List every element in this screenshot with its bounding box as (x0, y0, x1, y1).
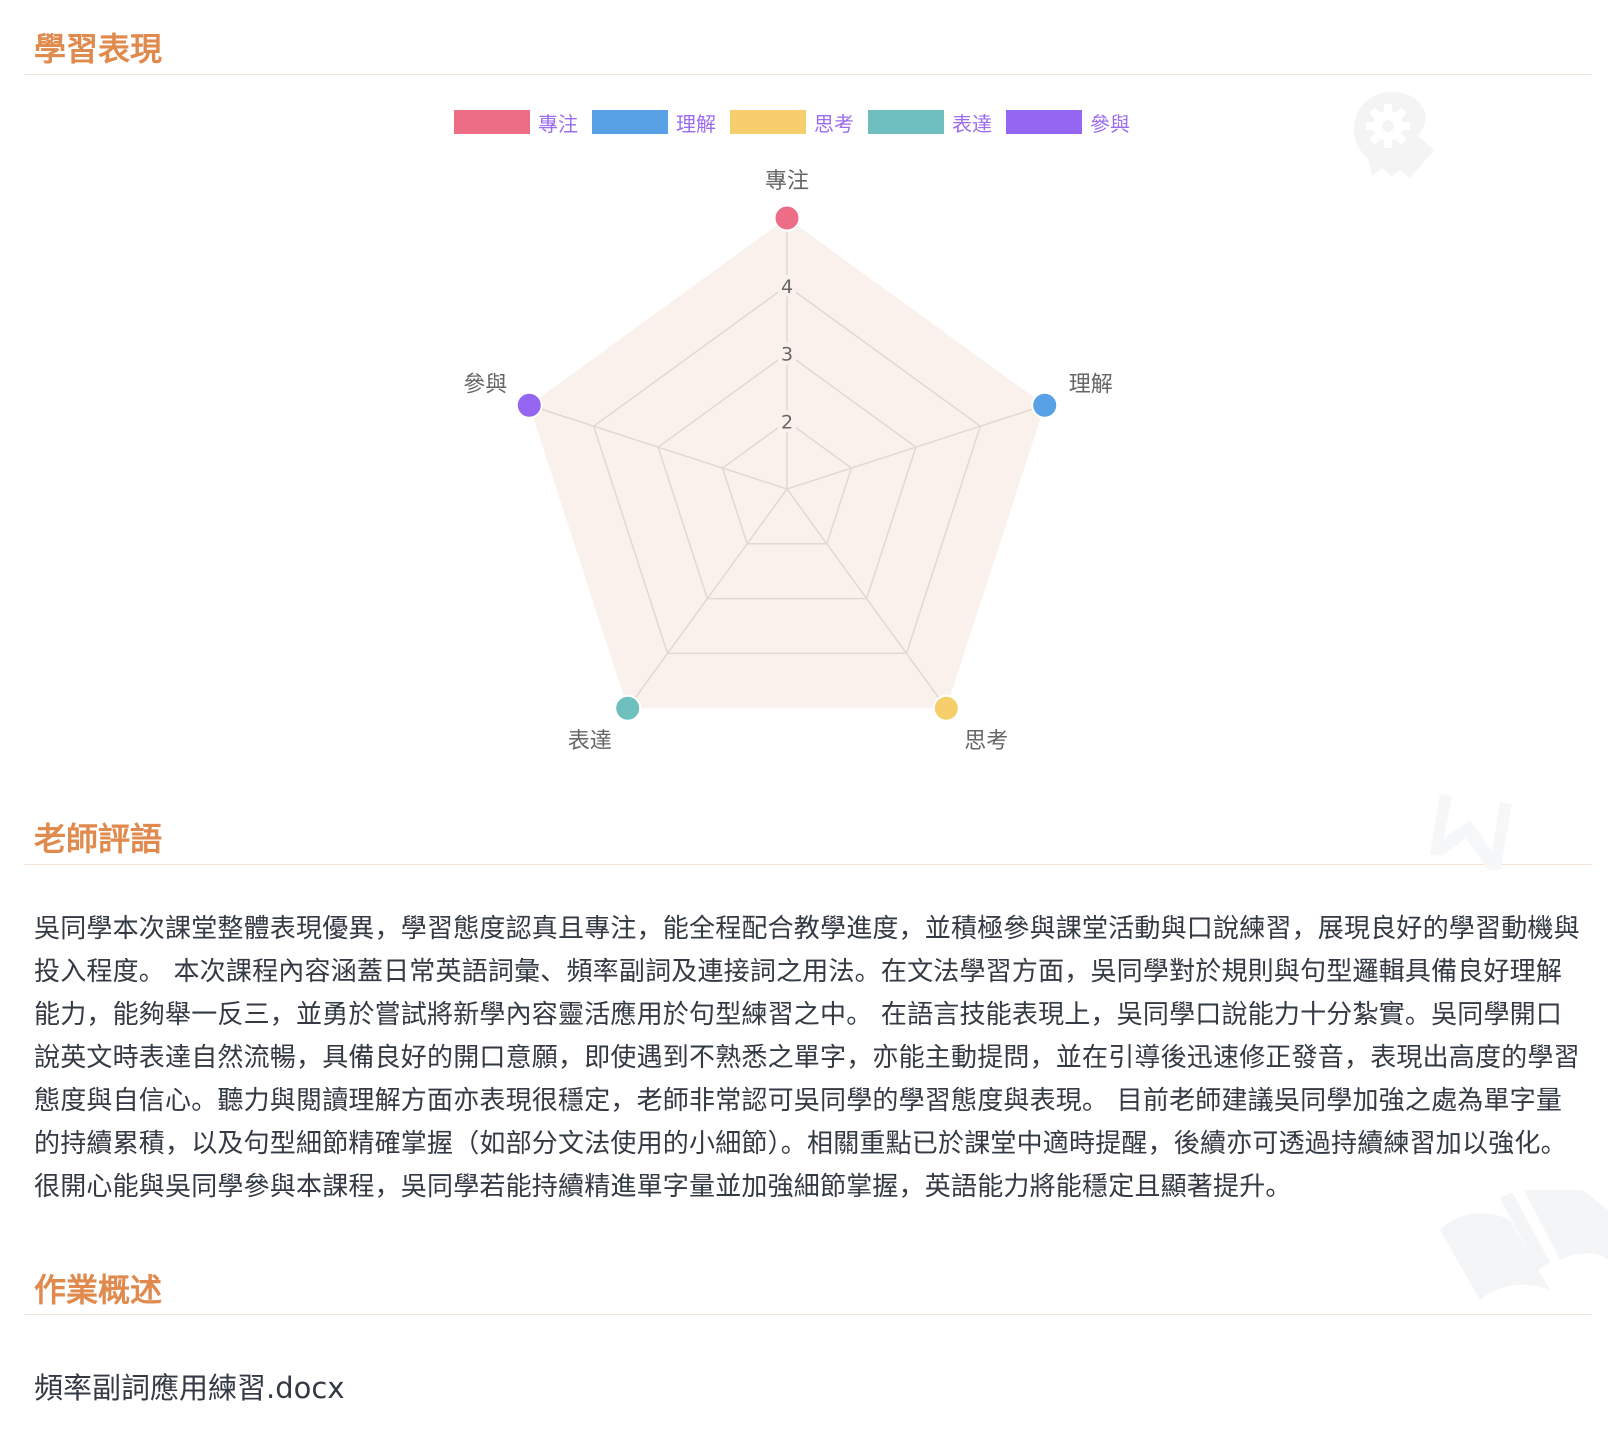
legend-label: 專注 (538, 111, 578, 136)
legend-item-participation[interactable]: 參與 (1006, 108, 1130, 137)
radar-data-point[interactable] (932, 694, 960, 722)
legend-label: 參與 (1090, 111, 1130, 136)
legend-label: 思考 (814, 111, 854, 136)
legend-swatch (730, 110, 806, 134)
radar-axis-label: 參與 (463, 372, 507, 397)
performance-divider (24, 74, 1592, 75)
tick-label-bg (778, 342, 796, 365)
homework-section-title: 作業概述 (34, 1271, 163, 1309)
legend-item-focus[interactable]: 專注 (454, 108, 578, 137)
legend-label: 表達 (952, 111, 992, 136)
legend-swatch (1006, 110, 1082, 134)
radar-tick-label: 2 (781, 411, 793, 433)
tick-label-bg (778, 410, 796, 433)
legend-swatch (592, 110, 668, 134)
radar-data-point[interactable] (515, 391, 543, 419)
radar-axis-label: 思考 (964, 729, 1008, 754)
legend-swatch (868, 110, 944, 134)
comment-section-title: 老師評語 (34, 820, 163, 858)
radar-tick-label: 3 (781, 344, 793, 366)
radar-axis-label: 理解 (1069, 372, 1113, 397)
w-logo-icon (1430, 794, 1512, 870)
chart-legend: 專注 理解 思考 表達 參與 (454, 108, 1144, 137)
radar-grid-ring (592, 284, 982, 655)
legend-label: 理解 (676, 111, 716, 136)
legend-swatch (454, 110, 530, 134)
radar-grid-ring (721, 420, 853, 545)
radar-data-point[interactable] (1031, 391, 1059, 419)
radar-axis-line (786, 488, 947, 709)
legend-item-thinking[interactable]: 思考 (730, 108, 854, 137)
homework-file-link[interactable]: 頻率副詞應用練習.docx (34, 1371, 345, 1405)
radar-data-point[interactable] (614, 694, 642, 722)
open-book-icon (1440, 1190, 1608, 1300)
radar-axis-label: 表達 (568, 729, 612, 754)
radar-data-point[interactable] (773, 204, 801, 232)
radar-tick-label: 4 (781, 276, 793, 298)
legend-item-understanding[interactable]: 理解 (592, 108, 716, 137)
radar-axis-line (786, 404, 1045, 490)
tick-label-bg (778, 274, 796, 297)
comment-divider (24, 864, 1592, 865)
radar-axis-label: 專注 (765, 169, 809, 194)
legend-item-expression[interactable]: 表達 (868, 108, 992, 137)
radar-axis-line (627, 488, 788, 709)
homework-divider (24, 1314, 1592, 1315)
radar-grid-ring (657, 352, 917, 600)
radar-axis-line (529, 404, 788, 490)
performance-section-title: 學習表現 (34, 30, 163, 68)
gear-head-icon (1354, 92, 1434, 178)
teacher-comment: 吳同學本次課堂整體表現優異，學習態度認真且專注，能全程配合教學進度，並積極參與課… (34, 914, 1580, 1202)
